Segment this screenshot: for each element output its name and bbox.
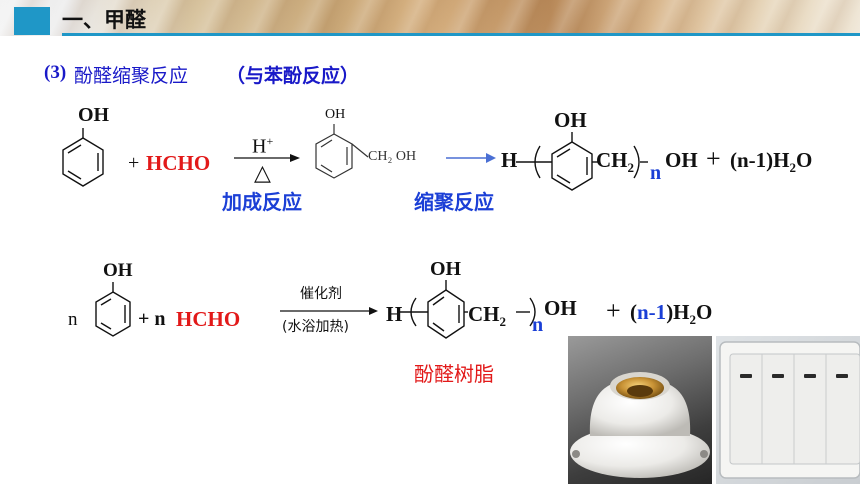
r1-heat: △ [254, 160, 271, 185]
r2-phenol-ring [95, 282, 131, 337]
wall-switch-photo [716, 336, 860, 484]
r1-polymer-end: OH [665, 148, 698, 172]
r1-condensation-label: 缩聚反应 [414, 190, 494, 214]
r1-polymer-oh: OH [554, 108, 587, 132]
r2-water-plus: + [606, 296, 621, 325]
r1-catalyst: H+ [252, 134, 274, 158]
r1-water-plus: + [706, 144, 721, 173]
r2-water: (n-1)H2O [630, 300, 713, 328]
r2-polymer-ch2: CH2 [468, 302, 506, 330]
section-title: 酚醛缩聚反应 [74, 65, 189, 87]
r1-polymer-ring [516, 132, 648, 191]
r2-polymer-ring [398, 280, 536, 339]
r1-plus: + [128, 152, 140, 174]
r2-phenol-oh: OH [103, 260, 133, 281]
r2-n-coeff: n [68, 309, 78, 330]
page-title: 一、甲醛 [62, 8, 146, 32]
r1-intermediate-ch2oh: CH₂ OH [368, 149, 417, 164]
r2-arrow [280, 307, 378, 315]
r2-catalyst: 催化剂 [300, 286, 342, 302]
r1-addition-label: 加成反应 [222, 190, 302, 214]
r2-polymer-n: n [532, 314, 544, 336]
r1-phenol-ring [62, 128, 104, 187]
r2-polymer-oh: OH [430, 258, 462, 280]
r1-polymer-ch2: CH2 [596, 148, 634, 176]
section-number: (3) [44, 62, 67, 83]
r1-intermediate-oh: OH [325, 107, 346, 122]
r2-plus-n: + n [138, 308, 166, 330]
resin-label: 酚醛树脂 [414, 362, 494, 386]
wall-switch-drawing [719, 341, 860, 479]
r1-polymer-h: H [501, 148, 518, 172]
r1-polymer-n: n [650, 162, 662, 184]
r1-arrow-2 [446, 153, 496, 163]
header-banner [0, 0, 860, 36]
r2-polymer-h: H [386, 302, 403, 326]
r1-intermediate-ring [315, 124, 369, 179]
title-accent-square [14, 7, 50, 35]
r1-water: (n-1)H2O [730, 148, 813, 176]
lamp-holder-photo [568, 336, 712, 484]
lamp-holder-drawing [570, 372, 710, 478]
r2-polymer-end: OH [544, 296, 577, 320]
r2-condition: (水浴加热) [282, 319, 349, 335]
r1-arrow [234, 154, 300, 162]
r2-hcho: HCHO [176, 307, 241, 331]
section-note: （与苯酚反应） [226, 65, 360, 87]
r1-phenol-oh: OH [78, 104, 110, 126]
header-banner-texture [0, 0, 860, 36]
header-underline [62, 33, 860, 36]
r1-hcho: HCHO [146, 151, 211, 175]
